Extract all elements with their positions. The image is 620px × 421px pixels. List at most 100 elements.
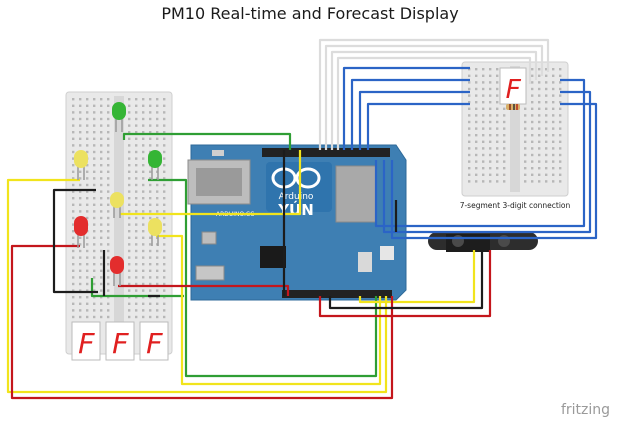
breadboard-hole xyxy=(545,147,548,150)
breadboard-hole xyxy=(100,302,103,305)
breadboard-hole xyxy=(163,203,166,206)
breadboard-hole xyxy=(79,124,82,127)
breadboard-hole xyxy=(93,157,96,160)
breadboard-hole xyxy=(559,134,562,137)
breadboard-hole xyxy=(107,282,110,286)
breadboard-hole xyxy=(149,256,152,259)
breadboard-hole xyxy=(79,104,82,107)
breadboard-hole xyxy=(135,236,138,239)
breadboard-hole xyxy=(72,216,75,220)
breadboard-hole xyxy=(475,107,478,110)
breadboard-hole xyxy=(142,203,145,206)
breadboard-hole xyxy=(545,153,548,157)
breadboard-hole xyxy=(93,216,96,220)
breadboard-hole xyxy=(489,68,492,71)
breadboard-hole xyxy=(100,183,103,187)
breadboard-hole xyxy=(79,289,82,292)
breadboard-hole xyxy=(128,170,131,173)
breadboard-hole xyxy=(107,249,110,253)
breadboard-hole xyxy=(135,223,138,226)
board-model-label: YÚN xyxy=(277,200,314,219)
breadboard-hole xyxy=(149,197,152,200)
breadboard-hole xyxy=(100,131,103,134)
left-breadboard-holes xyxy=(72,98,166,319)
breadboard-hole xyxy=(503,180,506,183)
breadboard-hole xyxy=(93,315,96,319)
breadboard-hole xyxy=(135,150,138,154)
breadboard-hole xyxy=(135,157,138,160)
breadboard-hole xyxy=(503,134,506,137)
breadboard-hole xyxy=(482,180,485,183)
breadboard-hole xyxy=(72,157,75,160)
breadboard-hole xyxy=(482,147,485,150)
breadboard-hole xyxy=(524,180,527,183)
breadboard-hole xyxy=(545,74,548,77)
breadboard-hole xyxy=(559,114,562,117)
breadboard-hole xyxy=(496,140,499,143)
breadboard-hole xyxy=(72,223,75,226)
breadboard-hole xyxy=(135,309,138,312)
breadboard-hole xyxy=(489,173,492,176)
breadboard-hole xyxy=(142,197,145,200)
breadboard-hole xyxy=(100,276,103,279)
diagram-title: PM10 Real-time and Forecast Display xyxy=(161,4,459,23)
breadboard-hole xyxy=(128,104,131,107)
breadboard-hole xyxy=(86,170,89,173)
breadboard-hole xyxy=(163,302,166,305)
breadboard-hole xyxy=(489,101,492,104)
breadboard-hole xyxy=(496,134,499,137)
breadboard-hole xyxy=(72,137,75,140)
breadboard-hole xyxy=(156,210,159,213)
breadboard-hole xyxy=(93,302,96,305)
breadboard-hole xyxy=(489,107,492,110)
breadboard-hole xyxy=(468,107,471,110)
breadboard-hole xyxy=(107,111,110,114)
breadboard-hole xyxy=(552,107,555,110)
breadboard-hole xyxy=(142,183,145,187)
breadboard-hole xyxy=(128,216,131,220)
breadboard-hole xyxy=(475,140,478,143)
breadboard-hole xyxy=(538,101,541,104)
breadboard-hole xyxy=(149,236,152,239)
breadboard-hole xyxy=(468,87,471,91)
breadboard-hole xyxy=(86,289,89,292)
breadboard-hole xyxy=(72,98,75,101)
breadboard-hole xyxy=(531,74,534,77)
breadboard-hole xyxy=(142,315,145,319)
breadboard-hole xyxy=(468,74,471,77)
breadboard-hole xyxy=(538,120,541,124)
breadboard-hole xyxy=(135,111,138,114)
breadboard-hole xyxy=(156,289,159,292)
breadboard-hole xyxy=(107,98,110,101)
breadboard-hole xyxy=(156,190,159,193)
breadboard-hole xyxy=(489,127,492,130)
breadboard-hole xyxy=(142,223,145,226)
breadboard-hole xyxy=(72,230,75,233)
breadboard-hole xyxy=(503,140,506,143)
breadboard-hole xyxy=(149,289,152,292)
breadboard-hole xyxy=(135,256,138,259)
breadboard-hole xyxy=(496,173,499,176)
breadboard-hole xyxy=(559,120,562,124)
breadboard-hole xyxy=(135,315,138,319)
breadboard-hole xyxy=(531,153,534,157)
breadboard-hole xyxy=(163,296,166,299)
breadboard-hole xyxy=(142,137,145,140)
breadboard-hole xyxy=(149,263,152,266)
breadboard-hole xyxy=(79,243,82,246)
breadboard-hole xyxy=(135,177,138,180)
breadboard-hole xyxy=(163,249,166,253)
breadboard-hole xyxy=(128,256,131,259)
breadboard-hole xyxy=(79,210,82,213)
breadboard-hole xyxy=(149,111,152,114)
breadboard-hole xyxy=(163,269,166,272)
breadboard-hole xyxy=(86,164,89,167)
breadboard-hole xyxy=(531,120,534,124)
breadboard-hole xyxy=(531,107,534,110)
breadboard-hole xyxy=(93,223,96,226)
breadboard-hole xyxy=(86,183,89,187)
breadboard-hole xyxy=(149,183,152,187)
breadboard-hole xyxy=(93,190,96,193)
green-wire-1 xyxy=(122,132,292,150)
